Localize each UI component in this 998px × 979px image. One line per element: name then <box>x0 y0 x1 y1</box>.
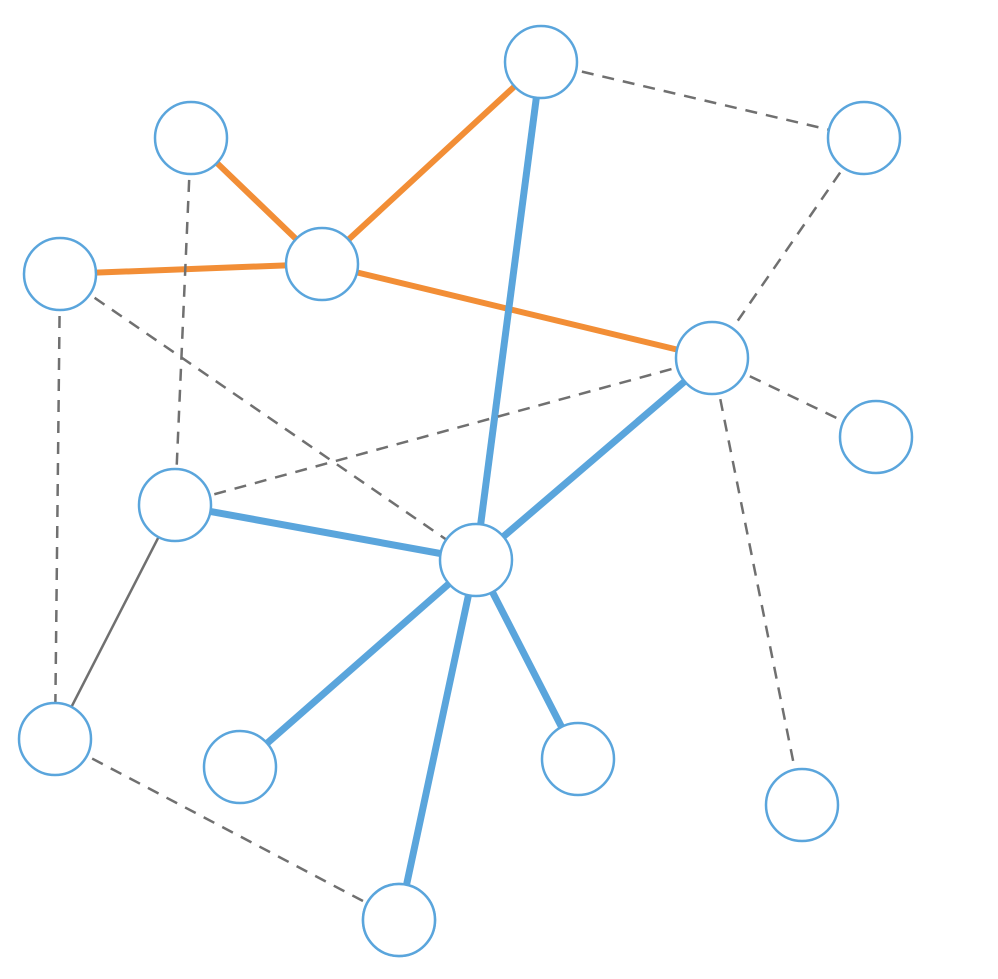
node-n7 <box>838 399 914 475</box>
node-n4 <box>22 236 98 312</box>
node-n6 <box>674 320 750 396</box>
edge-n9-n15 <box>395 559 480 921</box>
edge-n4-n10 <box>53 273 62 740</box>
edge-n5-n6 <box>321 261 713 361</box>
node-n9 <box>438 522 514 598</box>
edge-n8-n10 <box>53 504 177 740</box>
node-n8 <box>137 467 213 543</box>
edge-n1-n3 <box>540 60 865 140</box>
edge-n4-n5 <box>59 261 323 277</box>
node-n11 <box>202 729 278 805</box>
edge-n6-n8 <box>174 356 713 507</box>
node-n1 <box>503 24 579 100</box>
edge-n6-n9 <box>473 355 715 563</box>
edge-n5-n1 <box>319 59 544 267</box>
edge-n8-n9 <box>174 501 477 564</box>
edge-n2-n8 <box>173 137 193 506</box>
edge-n9-n12 <box>472 558 582 761</box>
node-n15 <box>361 882 437 958</box>
node-n12 <box>540 721 616 797</box>
node-n2 <box>153 100 229 176</box>
edge-n1-n9 <box>472 61 545 561</box>
nodes-layer <box>17 24 914 958</box>
edge-n6-n13 <box>710 357 804 806</box>
node-n3 <box>826 100 902 176</box>
edge-n10-n15 <box>54 737 400 922</box>
node-n13 <box>764 767 840 843</box>
edge-n3-n6 <box>710 137 866 359</box>
edges-layer <box>53 59 877 922</box>
edge-n4-n9 <box>59 272 477 562</box>
node-n5 <box>284 226 360 302</box>
edge-n9-n11 <box>237 557 479 770</box>
node-n10 <box>17 701 93 777</box>
